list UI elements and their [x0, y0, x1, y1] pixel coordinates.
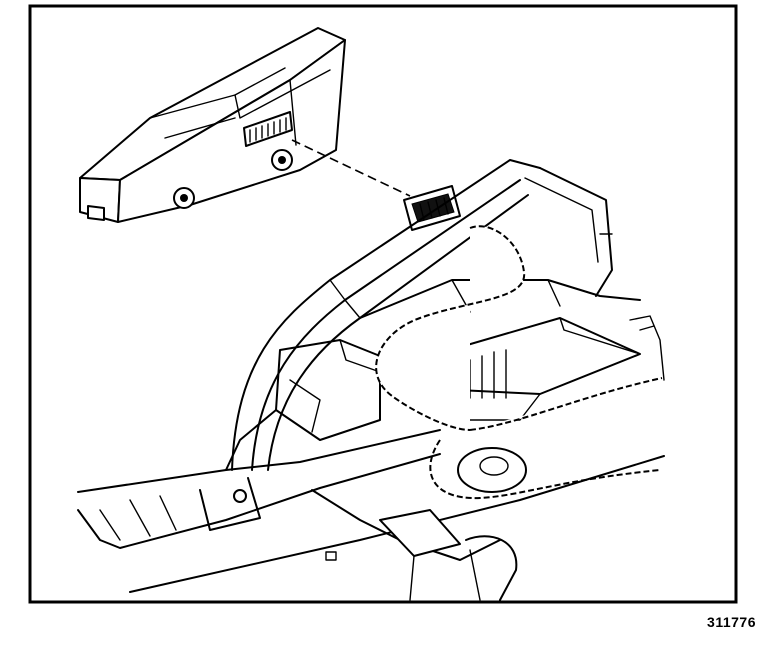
- lower-structure: [77, 429, 665, 601]
- harness-connector: [403, 185, 461, 231]
- module-connector-socket: [243, 111, 293, 147]
- control-module: [79, 27, 346, 223]
- module-mounting-nut: [271, 149, 293, 171]
- module-mounting-nut: [173, 187, 195, 209]
- figure-reference-number: 311776: [707, 614, 756, 630]
- body-structure: [225, 159, 665, 471]
- alignment-line: [291, 139, 411, 197]
- illustration-border: [28, 4, 738, 604]
